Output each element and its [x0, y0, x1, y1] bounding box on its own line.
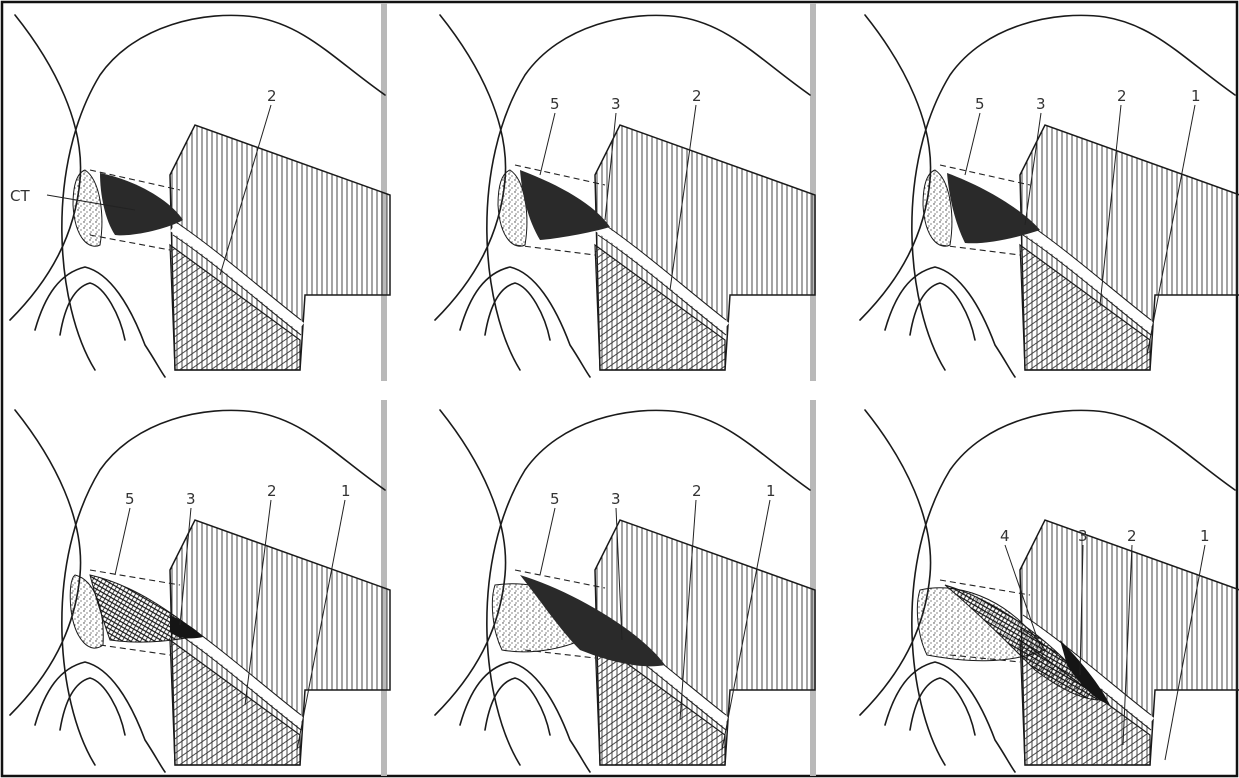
label-2: 2: [267, 87, 277, 105]
label-3: 3: [611, 95, 621, 113]
divider-right-top: [810, 3, 816, 381]
label-1: 1: [1200, 527, 1210, 545]
label-3: 3: [1078, 527, 1088, 545]
label-2: 2: [1117, 87, 1127, 105]
label-5: 5: [550, 95, 560, 113]
label-1: 1: [1191, 87, 1201, 105]
label-1: 1: [341, 482, 351, 500]
label-2: 2: [1127, 527, 1137, 545]
label-2: 2: [692, 482, 702, 500]
label-1: 1: [766, 482, 776, 500]
label-2: 2: [692, 87, 702, 105]
label-4: 4: [1000, 527, 1010, 545]
label-ct: CT: [10, 187, 30, 205]
label-3: 3: [1036, 95, 1046, 113]
label-5: 5: [975, 95, 985, 113]
label-3: 3: [186, 490, 196, 508]
label-2: 2: [267, 482, 277, 500]
label-5: 5: [125, 490, 135, 508]
label-5: 5: [550, 490, 560, 508]
label-3: 3: [611, 490, 621, 508]
